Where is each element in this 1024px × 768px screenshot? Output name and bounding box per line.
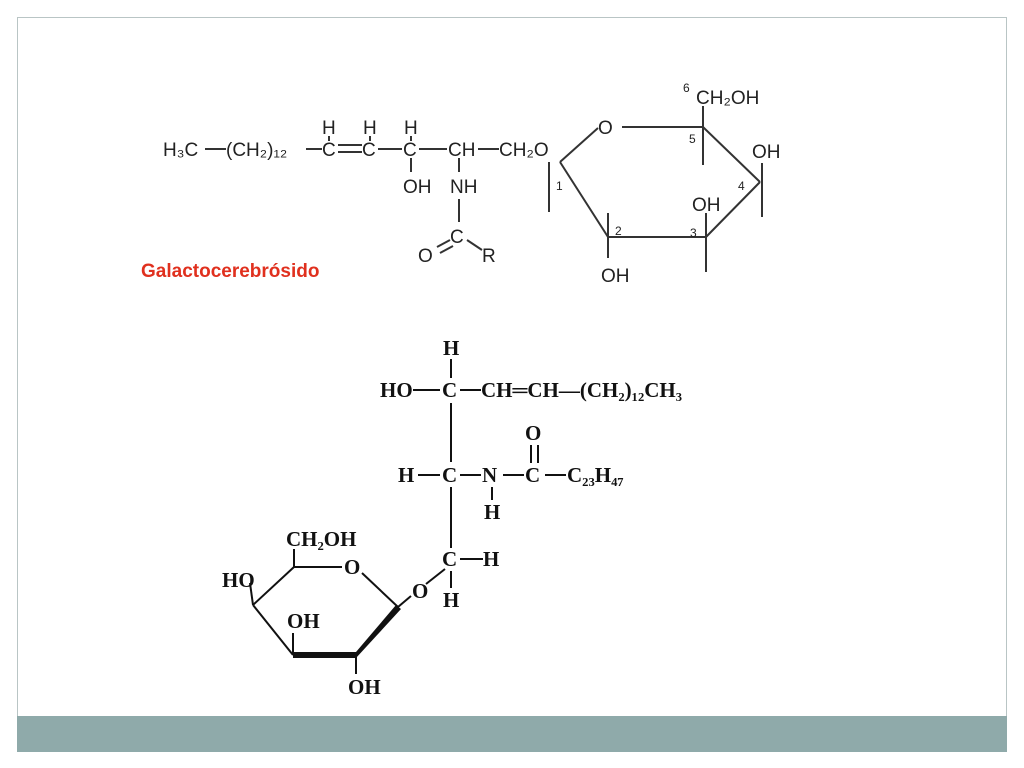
oh-carbon-4-label: OH [752, 142, 781, 163]
oh-carbon-3-label: OH [692, 195, 721, 216]
carbon-c-label: C [525, 463, 540, 487]
h-left-label: H [398, 463, 414, 487]
h-top-label: H [443, 336, 459, 360]
ch2oh-bottom-label: CH₂OH [286, 527, 356, 551]
ring-oxygen-bottom-label: O [344, 555, 360, 579]
carbon-2-label: C [362, 140, 376, 161]
slide-frame [17, 17, 1007, 752]
galactocerebroside-structure-bottom: H HO C CH═CH—(CH₂)₁₂CH₃ O H C N C C₂₃H₄₇… [222, 336, 682, 699]
ring-oxygen-label: O [598, 118, 613, 139]
oh-carbon-2-label: OH [601, 266, 630, 287]
h-3-label: H [404, 118, 418, 139]
carbon-1-label: C [322, 140, 336, 161]
ho-ring-label: HO [222, 568, 255, 592]
carbonyl-oxygen-bottom-label: O [525, 421, 541, 445]
nitrogen-label: N [482, 463, 497, 487]
alkene-chain-label: CH═CH—(CH₂)₁₂CH₃ [481, 378, 682, 402]
h-right-label: H [483, 547, 499, 571]
h3c-label: H₃C [163, 140, 198, 161]
h-nitrogen-label: H [484, 500, 500, 524]
carbonyl-carbon-label: C [450, 227, 464, 248]
ring-number-2: 2 [615, 224, 622, 238]
footer-bar [17, 716, 1007, 752]
oh-bottom-label: OH [348, 675, 381, 699]
ring-number-3: 3 [690, 226, 697, 240]
c23h47-label: C₂₃H₄₇ [567, 463, 624, 487]
glycosidic-oxygen-label: O [412, 579, 428, 603]
ho-label: HO [380, 378, 413, 402]
ring-number-1: 1 [556, 179, 563, 193]
nh-label: NH [450, 177, 477, 198]
ring-number-6: 6 [683, 81, 690, 95]
ring-number-4: 4 [738, 179, 745, 193]
ch2-12-label: (CH₂)₁₂ [226, 140, 287, 161]
h-1-label: H [322, 118, 336, 139]
ring-number-5: 5 [689, 132, 696, 146]
galactocerebroside-structure-top: H₃C (CH₂)₁₂ C C C CH CH₂O H H H OH NH C … [163, 81, 781, 287]
title-label: Galactocerebrósido [141, 261, 319, 282]
h-2-label: H [363, 118, 377, 139]
carbon-d-label: C [442, 547, 457, 571]
carbon-a-label: C [442, 378, 457, 402]
h-bottom-label: H [443, 588, 459, 612]
oh-label: OH [403, 177, 432, 198]
carbonyl-oxygen-label: O [418, 246, 433, 267]
ch-label: CH [448, 140, 475, 161]
carbon-3-label: C [403, 140, 417, 161]
ch2oh-label: CH₂OH [696, 88, 759, 109]
r-group-label: R [482, 246, 496, 267]
ch2o-label: CH₂O [499, 140, 549, 161]
carbon-b-label: C [442, 463, 457, 487]
oh-middle-label: OH [287, 609, 320, 633]
